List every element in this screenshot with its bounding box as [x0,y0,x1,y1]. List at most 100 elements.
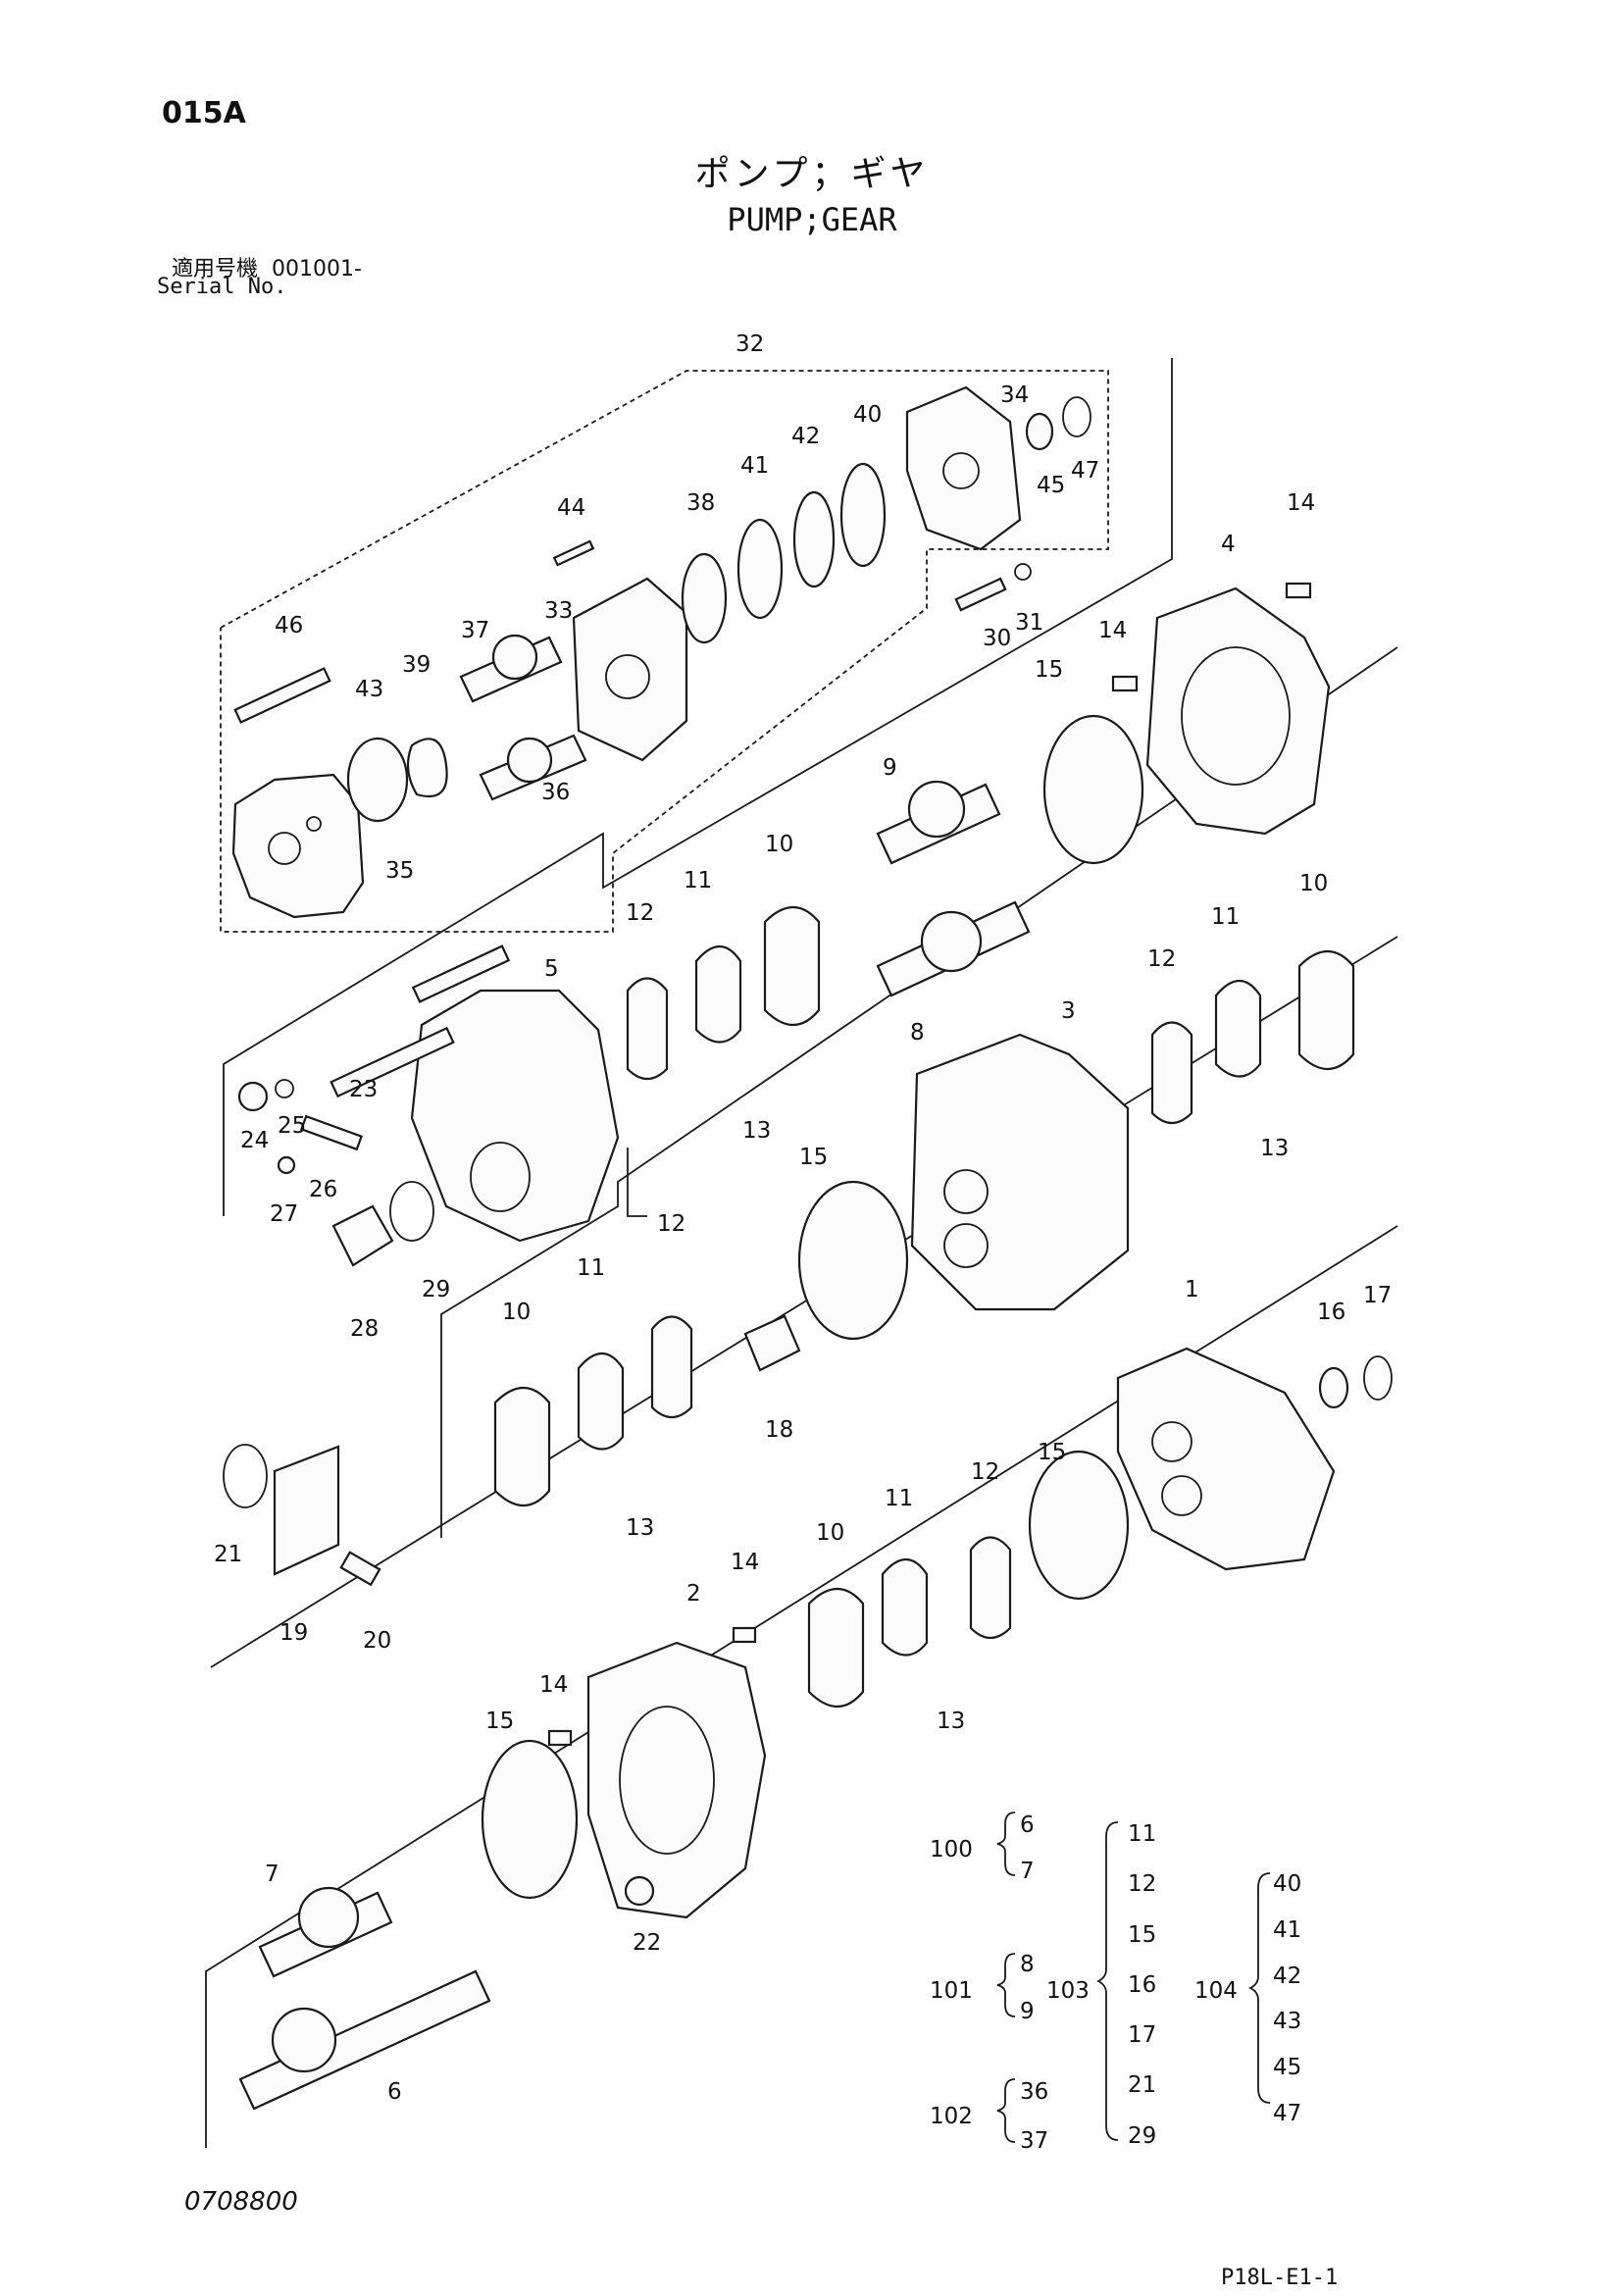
svg-text:12: 12 [626,900,654,926]
kit-101-label: 101 [930,1978,973,2004]
kit-102-part: 37 [1020,2128,1048,2154]
serial-label-en: Serial No. [157,275,287,299]
svg-text:35: 35 [385,858,414,884]
svg-text:6: 6 [387,2079,402,2105]
svg-text:13: 13 [742,1118,771,1144]
svg-text:39: 39 [402,652,431,678]
housing-3-bore-b [943,1223,989,1268]
svg-text:47: 47 [1071,458,1099,484]
cover-1-bore-b [1161,1475,1202,1516]
brace-104 [1247,1872,1271,2104]
svg-text:31: 31 [1015,610,1043,636]
seal-12b [1150,1021,1193,1125]
page-reference: P18L-E1-1 [1221,2266,1339,2290]
seal-11b [1214,980,1262,1078]
body-5-bore [470,1142,531,1212]
stud-23b [411,944,511,1003]
plate-40 [839,462,887,568]
washer-31 [1014,563,1032,581]
section-line-4 [205,1225,1398,2148]
svg-text:4: 4 [1221,532,1236,557]
kit-101-part: 8 [1020,1952,1035,1977]
gear-36-teeth [506,737,553,784]
oring-21 [223,1444,268,1508]
section-line-5 [627,1148,647,1217]
bolt-hole [306,816,322,832]
section-line-1 [223,358,1173,1216]
plate-42 [792,490,836,588]
brace-101 [996,1953,1016,2017]
kit-102-part: 36 [1020,2079,1048,2105]
svg-text:13: 13 [626,1515,654,1541]
svg-text:29: 29 [422,1277,450,1302]
housing-4-bore [1181,646,1291,786]
svg-text:10: 10 [816,1520,844,1546]
housing-2 [586,1641,767,1919]
seal-15d [481,1739,579,1900]
svg-text:14: 14 [1287,490,1315,516]
cover-34 [905,385,1022,551]
seal-12a [626,977,669,1081]
housing-3 [910,1033,1130,1311]
kit-104-part: 42 [1273,1964,1301,1989]
brace-103 [1095,1821,1119,2141]
svg-text:1: 1 [1185,1277,1199,1302]
svg-text:12: 12 [1147,946,1176,972]
svg-text:21: 21 [214,1542,242,1567]
snapring-47 [1062,396,1091,437]
svg-text:9: 9 [883,755,897,781]
bushing-18 [743,1314,801,1372]
oil-seal-16 [1318,1366,1349,1409]
nut-24 [237,1081,269,1112]
svg-text:11: 11 [1211,904,1240,930]
brace-102 [996,2078,1016,2143]
svg-text:40: 40 [853,402,882,428]
svg-text:36: 36 [541,780,570,805]
seal-15b [797,1180,909,1341]
svg-text:11: 11 [684,868,712,893]
svg-text:11: 11 [885,1486,913,1511]
kit-table [996,1811,1271,2143]
svg-text:33: 33 [544,598,573,624]
pin-14d [547,1729,573,1747]
kit-103-part: 16 [1128,1972,1156,1998]
svg-text:38: 38 [686,490,715,516]
seal-15c [1028,1450,1130,1601]
drive-gear-6 [238,1969,491,2111]
seal-11c [577,1352,625,1451]
svg-text:2: 2 [686,1581,701,1607]
washer-25 [275,1079,294,1098]
cover-1-bore-a [1151,1421,1193,1462]
kit-103-part: 21 [1128,2072,1156,2098]
section-line-3 [210,936,1398,1668]
seal-15a [1042,714,1144,865]
seal-12c [650,1315,693,1419]
svg-text:32: 32 [736,332,764,357]
plate-10d [807,1588,865,1708]
port-hole [268,832,301,865]
housing-2-bore [619,1706,715,1855]
plug-22 [624,1875,655,1907]
svg-text:37: 37 [461,618,489,643]
svg-text:7: 7 [265,1862,279,1887]
svg-text:30: 30 [983,626,1011,651]
kit-103-part: 29 [1128,2123,1156,2149]
svg-text:46: 46 [275,613,303,638]
diagram-code: 015A [162,96,246,130]
svg-text:8: 8 [910,1020,925,1046]
svg-text:15: 15 [485,1709,514,1734]
body-33 [572,577,688,762]
oring-29 [389,1181,434,1242]
plate-26 [300,1114,363,1151]
svg-text:23: 23 [349,1077,378,1102]
plate-19 [273,1445,340,1576]
svg-text:28: 28 [350,1316,379,1342]
title-english: PUMP;GEAR [727,201,897,238]
housing-3-bore-a [943,1169,989,1214]
kit-104-part: 45 [1273,2055,1301,2080]
section-line-2 [440,646,1398,1538]
svg-text:12: 12 [971,1459,999,1485]
svg-text:15: 15 [1035,657,1063,683]
